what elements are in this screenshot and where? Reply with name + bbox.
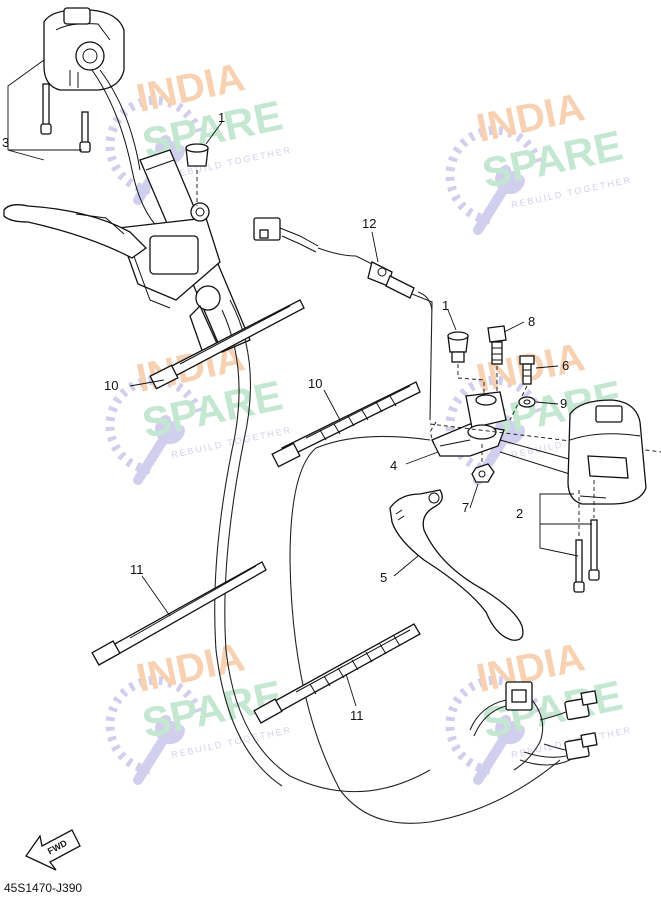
callout-label: 12 [362, 216, 376, 231]
callout-label: 10 [308, 376, 322, 391]
grommet-1-upper [185, 143, 209, 206]
brake-lever-5 [389, 489, 524, 641]
cable-tie-10-lower [271, 381, 421, 468]
lever-bracket-4 [429, 391, 507, 457]
cable-tie-11-right [253, 623, 421, 724]
callout-labels: 1 12 1 8 6 9 3 10 10 4 7 2 5 11 11 [2, 110, 569, 723]
washer-9 [518, 396, 536, 408]
left-lever [3, 204, 148, 259]
callout-label: 1 [218, 110, 225, 125]
screw-6 [509, 355, 535, 421]
bolt-8 [487, 325, 507, 394]
callout-label: 8 [528, 314, 535, 329]
callout-label: 7 [462, 500, 469, 515]
nut-7 [471, 444, 495, 483]
watermark-wrench-icon [133, 415, 185, 485]
callout-label: 11 [350, 708, 364, 723]
screw-set-2 [539, 480, 600, 593]
callout-label: 5 [380, 570, 387, 585]
callout-label: 2 [516, 506, 523, 521]
callout-label: 4 [390, 458, 397, 473]
watermark-wrench-icon [473, 715, 525, 785]
fwd-arrow: FWD [25, 829, 81, 871]
cable-tie-10-upper [149, 299, 305, 390]
left-switch-housing [43, 7, 125, 91]
callout-leaders [129, 121, 559, 707]
screw-set-3 [7, 59, 91, 161]
callout-label: 1 [442, 298, 449, 313]
grommet-1-right [447, 331, 485, 396]
diagram-code: 45S1470-J390 [4, 881, 82, 895]
callout-label: 11 [130, 562, 144, 577]
right-switch-housing [567, 399, 647, 505]
wire-harness-connectors [469, 681, 598, 771]
clutch-switch-12 [367, 261, 433, 421]
callout-label: 6 [562, 358, 569, 373]
right-handlebar [429, 423, 661, 477]
callout-label: 3 [2, 135, 9, 150]
watermark-wrench-icon [133, 715, 185, 785]
switch-connector [253, 217, 377, 267]
callout-label: 9 [560, 396, 567, 411]
watermark-wrench-icon [473, 165, 525, 235]
cable-tie-11-left [91, 561, 267, 666]
callout-label: 10 [104, 378, 118, 393]
